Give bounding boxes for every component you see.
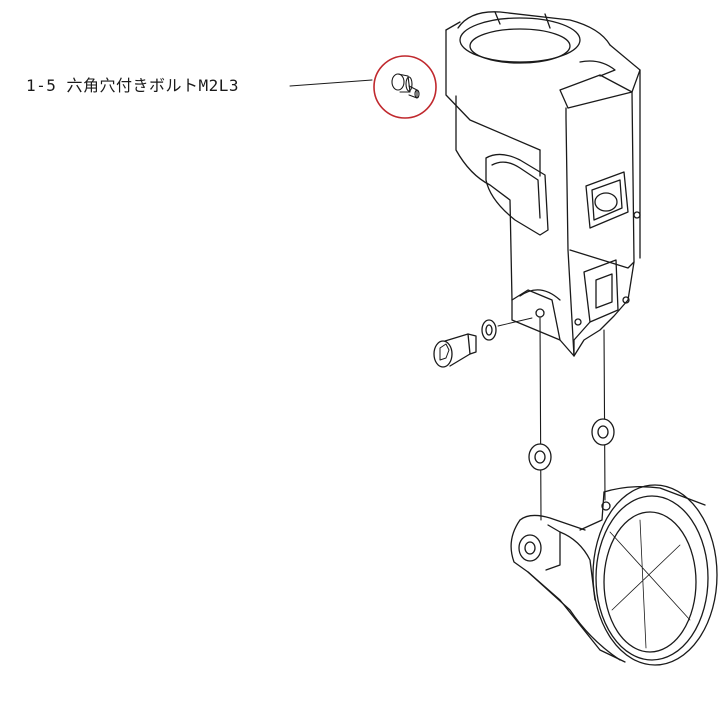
assembly-line-screw bbox=[497, 317, 533, 327]
highlight-circle bbox=[373, 55, 437, 119]
lamp-head-housing bbox=[510, 484, 718, 666]
part-callout-label: 1-5 六角穴付きボルトM2L3 bbox=[26, 76, 240, 95]
washer-lower-right-icon bbox=[591, 418, 615, 446]
flat-head-screw-icon bbox=[433, 333, 477, 368]
assembly-line-left bbox=[539, 317, 542, 521]
hex-socket-bolt-icon bbox=[391, 73, 420, 99]
callout-leader-line bbox=[289, 79, 373, 87]
washer-lower-left-icon bbox=[528, 443, 552, 471]
upper-body-housing bbox=[445, 11, 641, 357]
washer-upper-icon bbox=[481, 319, 497, 341]
assembly-line-right bbox=[603, 329, 606, 501]
